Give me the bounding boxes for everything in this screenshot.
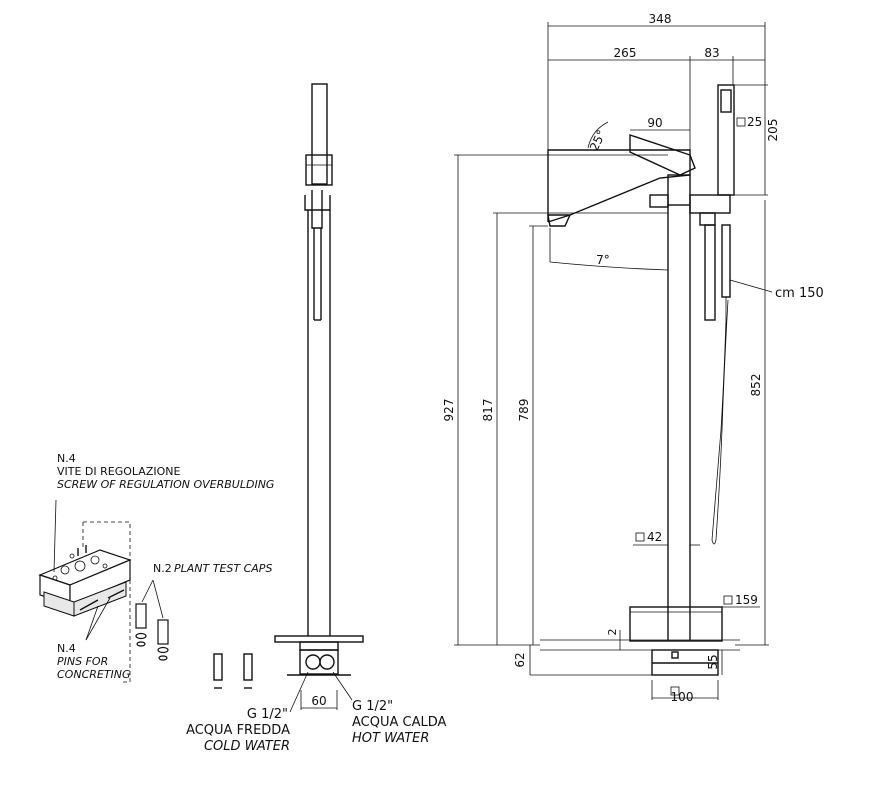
hot-english-label: HOT WATER: [352, 731, 429, 746]
hot-size-label: G 1/2": [352, 699, 393, 714]
dim-spout-reach: 265: [614, 46, 637, 60]
cold-italian-label: ACQUA FREDDA: [186, 723, 290, 738]
dim-height-total: 927: [442, 399, 456, 422]
detail-screw-it: VITE DI REGOLAZIONE: [57, 465, 180, 478]
dim-height-outlet: 789: [517, 399, 531, 422]
cold-size-label: G 1/2": [247, 707, 288, 722]
dim-lever-angle: 25°: [587, 128, 609, 153]
detail-screw-en: SCREW OF REGULATION OVERBULDING: [57, 478, 274, 491]
dim-shower-offset: 83: [704, 46, 719, 60]
side-view: 60: [213, 83, 364, 713]
detail-n2: N.2: [153, 562, 172, 575]
dim-box-height: 55: [706, 654, 720, 669]
detail-pins-en-1: PINS FOR: [57, 655, 108, 668]
dim-base-height: 62: [513, 652, 527, 667]
dim-height-holder: 852: [749, 374, 763, 397]
dimension-lines: [454, 22, 773, 700]
detail-n4-bottom: N.4: [57, 642, 76, 655]
detail-pins-en-2: CONCRETING: [57, 668, 131, 681]
dim-box-width: 100: [671, 690, 694, 704]
cold-english-label: COLD WATER: [204, 739, 290, 754]
dim-base-square: 159: [735, 593, 758, 607]
detail-n4-top: N.4: [57, 452, 76, 465]
dim-side-width: 60: [311, 694, 326, 708]
dim-handshower-height: 205: [766, 119, 780, 142]
dim-handshower-square: 25: [747, 115, 762, 129]
dim-hose-length: cm 150: [775, 286, 824, 301]
dim-height-spout: 817: [481, 399, 495, 422]
dim-gap: 2: [606, 629, 619, 636]
dim-overall-width: 348: [649, 12, 672, 26]
installation-detail: [38, 499, 169, 683]
front-view: [540, 84, 740, 676]
hot-italian-label: ACQUA CALDA: [352, 715, 447, 730]
detail-caps-en: PLANT TEST CAPS: [174, 562, 272, 575]
dim-spout-angle: 7°: [596, 253, 610, 267]
dim-column-square: 42: [647, 530, 662, 544]
dim-lever-length: 90: [647, 116, 662, 130]
